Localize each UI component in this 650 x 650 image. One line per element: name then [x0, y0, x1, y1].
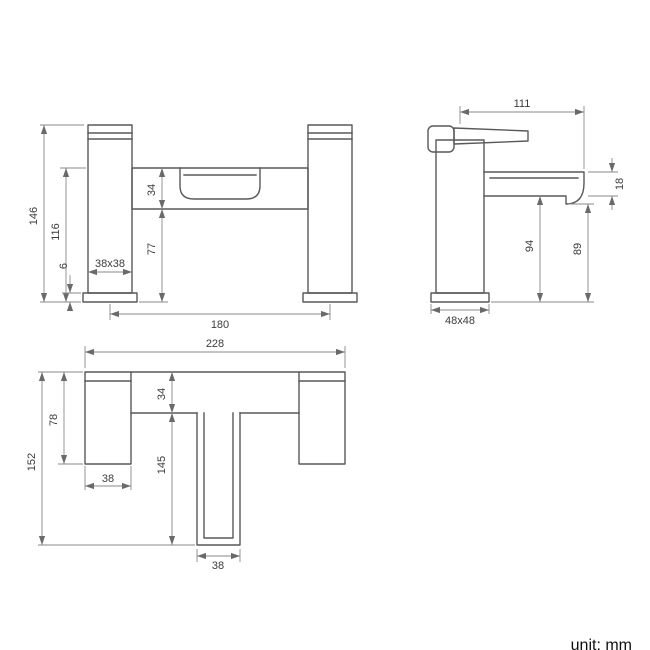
- dim-label-block-depth: 78: [48, 414, 60, 426]
- side-outline: [427, 125, 585, 303]
- dim-label-bar-height: 34: [146, 184, 158, 196]
- dim-label-under-bar: 77: [146, 243, 158, 255]
- front-left-base: [82, 292, 138, 303]
- side-base: [430, 292, 490, 303]
- extension-line: [430, 304, 490, 314]
- plan-view: 228 152 78 34 145 38 38: [26, 338, 346, 572]
- dim-label-base-section: 48x48: [445, 315, 475, 327]
- side-lever-pivot: [427, 125, 455, 153]
- front-left-pillar-cap-lines: [87, 132, 133, 140]
- dim-label-body-height: 116: [50, 223, 62, 241]
- dim-label-spout-thickness: 18: [614, 178, 626, 190]
- front-right-base: [302, 292, 358, 303]
- plan-left-block: [84, 371, 132, 465]
- dim-label-total-height: 146: [28, 207, 40, 225]
- side-view: 111 18 94 89 48x48: [427, 98, 626, 327]
- dim-label-pillar-section: 38x38: [95, 258, 125, 270]
- side-pillar: [435, 139, 485, 294]
- side-spout: [483, 171, 585, 205]
- dim-label-bar-depth: 34: [156, 388, 168, 400]
- plan-right-block: [298, 371, 346, 465]
- dim-label-spout-width: 38: [212, 560, 224, 572]
- front-outline: [82, 124, 358, 303]
- dim-label-spout-reach: 111: [514, 98, 531, 110]
- plan-dimensions: 228 152 78 34 145 38 38: [26, 338, 346, 572]
- plan-spout-stem-inner: [203, 412, 234, 539]
- plan-spout-stem: [196, 412, 241, 546]
- dim-label-under-spout: 94: [524, 240, 536, 252]
- plan-outline: [84, 371, 346, 546]
- front-dimensions: 146 116 6 38x38 34 77 180: [28, 124, 331, 331]
- dim-label-block-width: 38: [102, 473, 114, 485]
- front-crossbar: [131, 167, 309, 210]
- dim-label-spout-length: 145: [156, 456, 168, 474]
- side-dimensions: 111 18 94 89 48x48: [430, 98, 626, 327]
- unit-label: unit: mm: [571, 637, 632, 650]
- dim-label-pillar-centres: 180: [211, 319, 229, 331]
- dim-label-base-thickness: 6: [58, 263, 70, 269]
- dim-label-overall-depth: 152: [26, 453, 38, 471]
- front-spout: [179, 167, 261, 200]
- dim-label-under-outlet: 89: [572, 243, 584, 255]
- front-right-pillar-cap-lines: [307, 132, 353, 140]
- front-right-pillar: [307, 124, 353, 294]
- extension-line: [109, 304, 331, 320]
- dim-label-overall-width: 228: [206, 338, 224, 350]
- extension-line: [459, 106, 585, 169]
- front-view: 146 116 6 38x38 34 77 180: [28, 124, 358, 331]
- side-lever-handle: [453, 127, 529, 145]
